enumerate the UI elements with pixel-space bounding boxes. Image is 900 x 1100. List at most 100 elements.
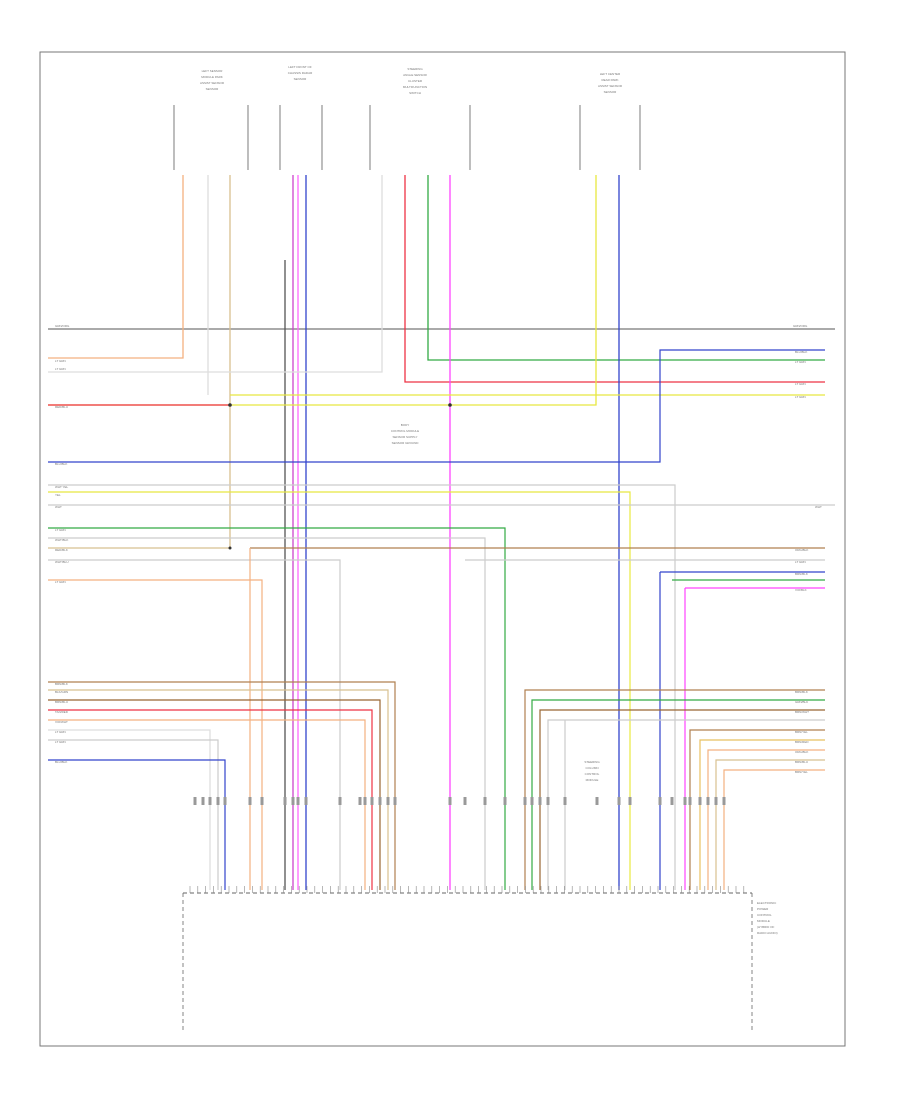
- left-wire-label: BLU/BLK: [55, 760, 67, 764]
- right-wire-label: BRN/BLK: [795, 690, 808, 694]
- component-label: STEERING: [407, 67, 423, 71]
- right-wire-label: LT GRN: [795, 395, 806, 399]
- wire-white-mid: [48, 175, 383, 373]
- component-label: SENSOR: [206, 87, 220, 91]
- right-wire-label: BRN/YEL: [795, 730, 808, 734]
- wire-red-mid: [404, 175, 825, 383]
- module-label: POWER: [757, 907, 769, 911]
- center-note: BODY CONTROL MODULE SENSOR SUPPLY SENSOR…: [391, 423, 419, 445]
- note-text: MODULE: [586, 778, 599, 782]
- terminal-mark: [208, 797, 212, 805]
- left-wire-label: LT GRN: [55, 740, 66, 744]
- terminal-mark: [358, 797, 362, 805]
- component-rear-park-assist: LEFT CENTER REAR PARK ASSIST SENSOR SENS…: [579, 72, 641, 170]
- module-label: RADIO AUDIO): [757, 931, 778, 935]
- terminal-mark: [296, 797, 300, 805]
- terminal-mark: [378, 797, 382, 805]
- component-label: MODULE PARK: [201, 75, 223, 79]
- right-wire-label: LT GRN: [795, 560, 806, 564]
- terminal-mark: [338, 797, 342, 805]
- wire-green-mid: [427, 175, 825, 361]
- terminal-mark: [628, 797, 632, 805]
- terminal-mark: [722, 797, 726, 805]
- terminal-mark: [363, 797, 367, 805]
- note-text: SENSOR SUPPLY: [392, 435, 417, 439]
- terminal-mark: [538, 797, 542, 805]
- terminal-mark: [658, 797, 662, 805]
- note-text: CONTROL: [585, 772, 600, 776]
- note-text: STEERING: [584, 760, 600, 764]
- left-wire-label: RED/BLK: [55, 548, 68, 552]
- right-wire-label: GRN/BLK: [795, 700, 808, 704]
- terminal-mark: [248, 797, 252, 805]
- terminal-mark: [530, 797, 534, 805]
- left-wire-label: YEL: [55, 493, 61, 497]
- terminal-mark: [216, 797, 220, 805]
- terminal-mark: [546, 797, 550, 805]
- right-wire-label: ORG/BLK: [795, 750, 808, 754]
- terminal-mark: [698, 797, 702, 805]
- module-note: STEERING COLUMN CONTROL MODULE: [584, 760, 600, 782]
- right-wire-label: ORG/BLK: [795, 548, 808, 552]
- right-wire-label: BLU/BLK: [795, 350, 807, 354]
- component-label: SENSOR: [294, 77, 308, 81]
- component-label: LEFT CENTER: [600, 72, 621, 76]
- terminal-mark: [617, 797, 621, 805]
- left-wire-label: BRN/BLU: [55, 700, 68, 704]
- terminal-mark: [223, 797, 227, 805]
- note-text: COLUMN: [585, 766, 598, 770]
- left-wire-label: BLU/BLK: [55, 462, 67, 466]
- left-wire-label: TAN/RED: [55, 710, 69, 714]
- component-label: SWITCH: [409, 91, 421, 95]
- terminal-mark: [714, 797, 718, 805]
- component-label: MULTIFUNCTION: [403, 85, 427, 89]
- diagram-frame: [39, 51, 846, 1047]
- right-wire-labels: BLU/BLK LT GRN LT GRN LT GRN WHT ORG/BLK…: [795, 350, 822, 774]
- left-wire-label: LT GRN: [55, 580, 66, 584]
- terminal-mark: [670, 797, 674, 805]
- right-wire-label: BRN/BLK: [795, 572, 808, 576]
- terminal-mark: [463, 797, 467, 805]
- terminal-mark: [683, 797, 687, 805]
- right-wire-label: BRN/RED: [795, 740, 809, 744]
- component-label: ASSIST SENSOR: [598, 84, 623, 88]
- right-wire-label: LT GRN: [795, 382, 806, 386]
- left-wire-label: LT GRN: [55, 359, 66, 363]
- terminal-mark: [291, 797, 295, 805]
- component-label: SENSOR: [604, 90, 618, 94]
- left-wire-label: VIO/WHT: [55, 720, 68, 724]
- component-chassis-radar: LEFT FRONT OF CHASSIS RADAR SENSOR: [279, 65, 323, 170]
- right-wire-label: BRN/WHT: [795, 710, 809, 714]
- splice-points: [228, 403, 452, 550]
- left-wire-label: LT GRN: [55, 730, 66, 734]
- module-label: (HYBRID OF: [757, 925, 775, 929]
- note-text: SENSOR GROUND: [392, 441, 420, 445]
- left-wire-label: LT GRN: [55, 367, 66, 371]
- left-wire-label: WHT/BLU: [55, 560, 69, 564]
- terminal-mark: [563, 797, 567, 805]
- terminal-mark: [595, 797, 599, 805]
- component-steering-angle: STEERING ANGLE SENSOR CLUSTER MULTIFUNCT…: [369, 67, 471, 170]
- left-wire-label: LT GRN: [55, 528, 66, 532]
- left-wire-label: WHT/BLK: [55, 538, 68, 542]
- component-label: LEFT SENSOR: [202, 69, 224, 73]
- bottom-module: ELECTRONIC POWER CONTROL MODULE (HYBRID …: [182, 892, 778, 1030]
- left-wire-label: BLK/GRN: [55, 690, 68, 694]
- terminal-mark: [483, 797, 487, 805]
- connector-pins: [189, 797, 745, 893]
- module-label: CONTROL: [757, 913, 772, 917]
- left-wire-label: GRN/ORG: [55, 324, 70, 328]
- terminal-mark: [283, 797, 287, 805]
- terminal-mark: [523, 797, 527, 805]
- right-wire-label: BRN/YEL: [795, 770, 808, 774]
- left-wire-label: WHT: [55, 505, 62, 509]
- right-wire-label: GRN/ORG: [793, 324, 808, 328]
- left-wire-label: RED/BLU: [55, 405, 68, 409]
- terminal-mark: [706, 797, 710, 805]
- right-wire-label: BRN/BLU: [795, 760, 808, 764]
- component-label: CLUSTER: [408, 79, 423, 83]
- terminal-mark: [304, 797, 308, 805]
- note-text: BODY: [401, 423, 410, 427]
- terminal-mark: [193, 797, 197, 805]
- module-label: ELECTRONIC: [757, 901, 777, 905]
